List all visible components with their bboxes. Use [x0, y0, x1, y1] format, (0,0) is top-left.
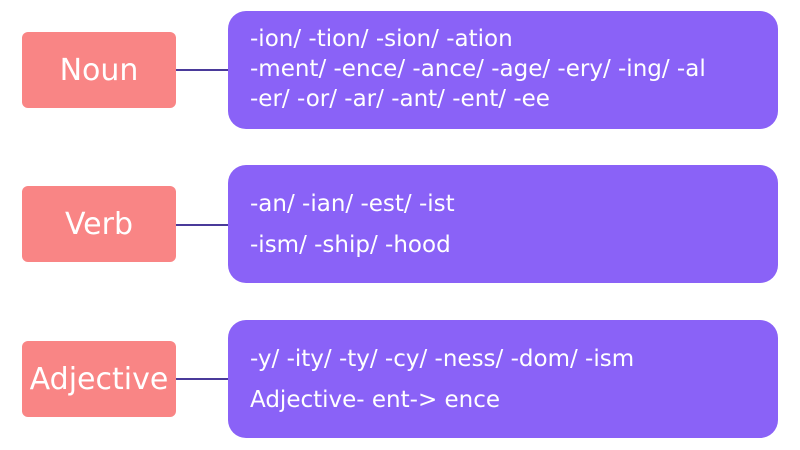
category-box-verb: Verb [22, 186, 176, 262]
connector-line-adjective [176, 378, 230, 380]
category-box-noun: Noun [22, 32, 176, 108]
suffix-line: -ment/ -ence/ -ance/ -age/ -ery/ -ing/ -… [250, 56, 706, 82]
suffix-line: -ion/ -tion/ -sion/ -ation [250, 26, 513, 52]
suffix-box-adjective: -y/ -ity/ -ty/ -cy/ -ness/ -dom/ -ism Ad… [228, 320, 778, 438]
suffix-line: Adjective- ent-> ence [250, 387, 501, 413]
suffix-line: -y/ -ity/ -ty/ -cy/ -ness/ -dom/ -ism [250, 346, 635, 372]
suffix-line: -ism/ -ship/ -hood [250, 232, 451, 258]
connector-line-verb [176, 224, 230, 226]
suffix-box-verb: -an/ -ian/ -est/ -ist -ism/ -ship/ -hood [228, 165, 778, 283]
suffix-line: -an/ -ian/ -est/ -ist [250, 191, 455, 217]
category-box-adjective: Adjective [22, 341, 176, 417]
suffix-box-noun: -ion/ -tion/ -sion/ -ation -ment/ -ence/… [228, 11, 778, 129]
connector-line-noun [176, 69, 230, 71]
suffix-line: -er/ -or/ -ar/ -ant/ -ent/ -ee [250, 86, 550, 112]
